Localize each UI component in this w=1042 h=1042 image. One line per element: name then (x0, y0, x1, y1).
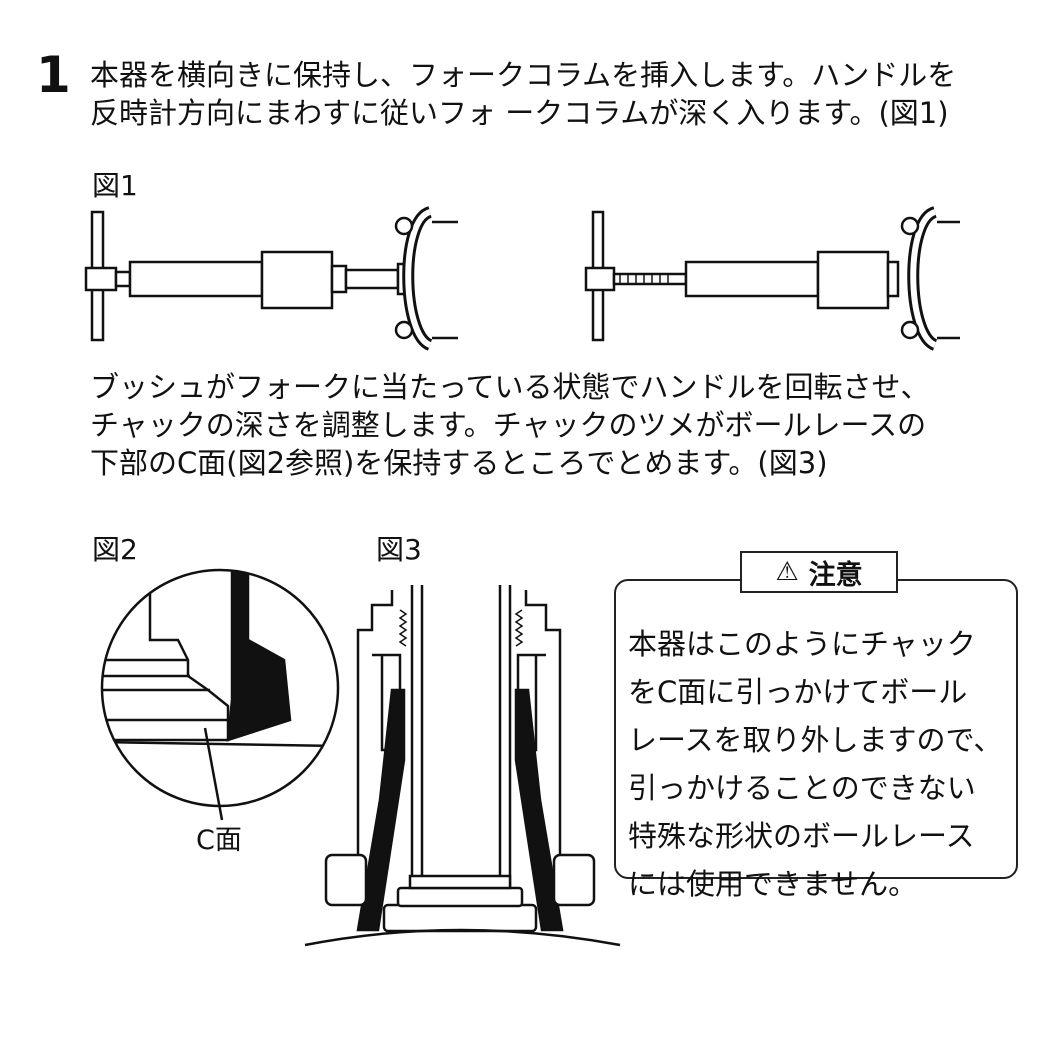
figure-1-label: 図1 (92, 169, 138, 202)
caution-line: レースを取り外しますので、 (628, 723, 1003, 757)
caution-title: ⚠ 注意 (740, 551, 898, 593)
intro-paragraph: 本器を横向きに保持し、フォークコラムを挿入します。ハンドルを 反時計方向にまわす… (90, 56, 956, 132)
intro-line: 反時計方向にまわすに従いフォ ークコラムが深く入ります。(図1) (90, 96, 949, 130)
caution-line: をC面に引っかけてボール (628, 675, 968, 709)
intro-line: 本器を横向きに保持し、フォークコラムを挿入します。ハンドルを (90, 58, 957, 92)
figure-2-label: 図2 (92, 533, 138, 566)
caution-title-text: 注意 (808, 559, 863, 591)
figure-3-label: 図3 (376, 533, 422, 566)
caution-text: 本器はこのようにチャック をC面に引っかけてボール レースを取り外しますので、 … (628, 620, 1002, 908)
caution-line: 本器はこのようにチャック (628, 627, 976, 661)
c-face-label: C面 (196, 825, 242, 856)
caution-line: 引っかけることのできない (628, 771, 976, 805)
description-line: ブッシュがフォークに当たっている状態でハンドルを回転させ、 (90, 370, 930, 404)
caution-line: 特殊な形状のボールレース (628, 819, 975, 853)
warning-triangle-icon: ⚠ (775, 557, 799, 587)
step-number: 1 (36, 46, 71, 104)
figure-1-right-assembly (584, 206, 960, 351)
description-line: 下部のC面(図2参照)を保持するところでとめます。(図3) (90, 446, 828, 480)
figure-1-left-assembly (84, 206, 458, 351)
description-paragraph: ブッシュがフォークに当たっている状態でハンドルを回転させ、 チャックの深さを調整… (90, 368, 930, 482)
caution-line: には使用できません。 (628, 867, 918, 901)
description-line: チャックの深さを調整します。チャックのツメがボールレースの (90, 408, 927, 442)
